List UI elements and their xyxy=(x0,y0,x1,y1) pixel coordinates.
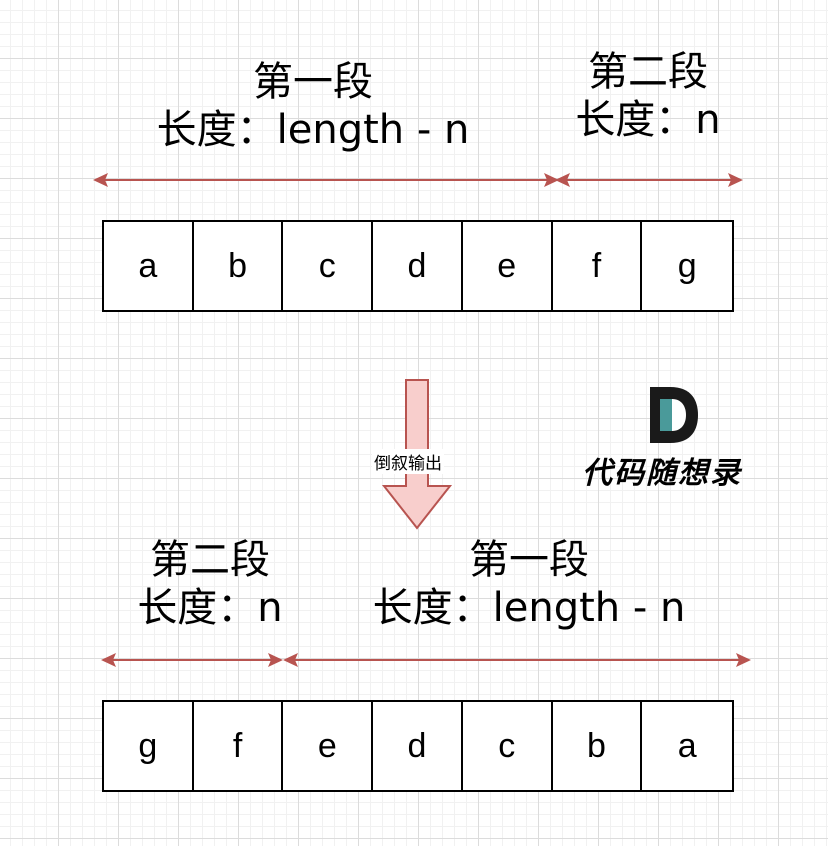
arrow-head-left-icon xyxy=(101,653,116,667)
array-cell: f xyxy=(194,702,284,790)
top-segment-one-title: 第一段 xyxy=(253,59,373,105)
array-cell: g xyxy=(104,702,194,790)
bottom-segment-two-title: 第二段 xyxy=(150,537,270,583)
bottom-segment-two-label: 第二段 长度：n xyxy=(122,536,298,632)
bottom-array-row: g f e d c b a xyxy=(102,700,734,792)
bottom-segment-one-label: 第一段 长度：length - n xyxy=(356,536,702,632)
arrow-head-left-icon xyxy=(555,173,570,187)
array-cell: e xyxy=(283,702,374,790)
array-cell: d xyxy=(373,702,463,790)
array-cell: c xyxy=(463,702,553,790)
bottom-segment-two-arrow xyxy=(101,653,283,667)
logo-d-icon xyxy=(650,387,698,443)
top-segment-two-title: 第二段 xyxy=(588,49,708,95)
top-segment-two-length: 长度：n xyxy=(575,97,721,143)
logo-text: 代码随想录 xyxy=(582,456,742,491)
arrow-head-right-icon xyxy=(736,653,751,667)
arrow-head-left-icon xyxy=(283,653,298,667)
array-cell: f xyxy=(553,222,643,310)
bottom-segment-one-title: 第一段 xyxy=(469,537,589,583)
top-segment-two-label: 第二段 长度：n xyxy=(560,48,736,144)
bottom-segment-two-length: 长度：n xyxy=(137,585,283,631)
top-array-row: a b c d e f g xyxy=(102,220,734,312)
top-segment-one-label: 第一段 长度：length - n xyxy=(140,58,486,154)
top-segment-one-arrow xyxy=(93,173,559,187)
arrow-head-right-icon xyxy=(544,173,559,187)
array-cell: c xyxy=(283,222,374,310)
array-cell: g xyxy=(677,246,697,285)
top-segment-one-length: 长度：length - n xyxy=(156,107,470,153)
reverse-output-label: 倒叙输出 xyxy=(372,449,444,474)
top-segment-two-arrow xyxy=(555,173,743,187)
arrow-head-right-icon xyxy=(268,653,283,667)
array-cell: e xyxy=(463,222,553,310)
bottom-segment-one-arrow xyxy=(283,653,751,667)
arrow-head-right-icon xyxy=(728,173,743,187)
array-cell: b xyxy=(553,702,643,790)
bottom-segment-one-length: 长度：length - n xyxy=(372,585,686,631)
array-cell: d xyxy=(373,222,463,310)
array-cell: b xyxy=(194,222,284,310)
array-cell: a xyxy=(104,222,194,310)
arrow-head-left-icon xyxy=(93,173,108,187)
array-cell: a xyxy=(677,726,697,765)
